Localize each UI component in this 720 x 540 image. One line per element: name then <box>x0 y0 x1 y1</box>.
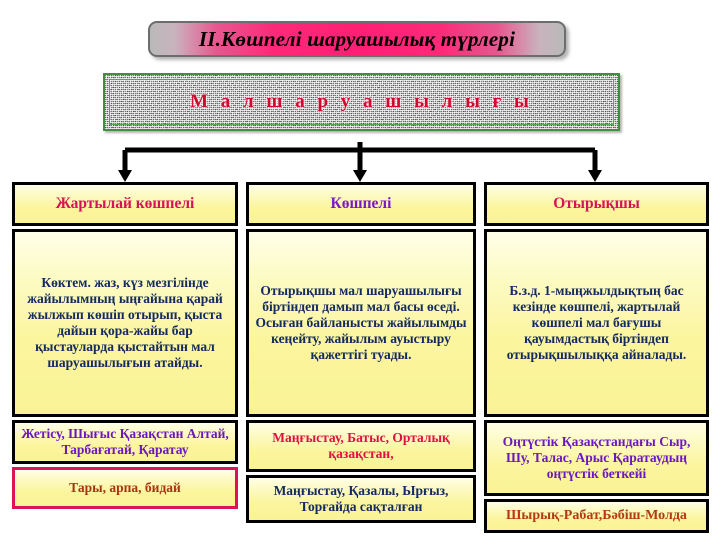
column-crop-text: Тары, арпа, бидай <box>69 480 181 496</box>
column-description-text: Б.з.д. 1-мыңжылдықтың бас кезінде көшпел… <box>506 283 687 362</box>
column-header-cell: Жартылай көшпелі <box>12 182 238 226</box>
column-header-label: Көшпелі <box>330 194 392 212</box>
column-description-cell: Көктем. жаз, күз мезгілінде жайылымның ы… <box>12 229 238 417</box>
column-crop-cell: Маңғыстау, Қазалы, Ырғыз, Торғайда сақта… <box>246 475 476 523</box>
arrowhead-left-icon <box>118 170 132 182</box>
column-region-text: Оңтүстік Қазақстандағы Сыр, Шу, Талас, А… <box>502 434 691 481</box>
column-crop-cell-highlighted: Тары, арпа, бидай <box>12 467 238 509</box>
column-description-text: Көктем. жаз, күз мезгілінде жайылымның ы… <box>27 275 223 370</box>
column-crop-text: Шырық-Рабат,Бәбіш-Молда <box>506 507 687 523</box>
root-category-label: М а л ш а р у а ш ы л ы ғ ы <box>190 91 533 112</box>
column-region-cell: Жетісу, Шығыс Қазақстан Алтай, Тарбағата… <box>12 420 238 464</box>
arrowhead-right-icon <box>588 170 602 182</box>
arrowhead-middle-icon <box>353 170 367 182</box>
column-crop-cell: Шырық-Рабат,Бәбіш-Молда <box>484 499 709 533</box>
column-description-cell: Б.з.д. 1-мыңжылдықтың бас кезінде көшпел… <box>484 229 709 417</box>
column-region-text: Жетісу, Шығыс Қазақстан Алтай, Тарбағата… <box>21 426 229 457</box>
connector-arrows <box>118 142 602 182</box>
column-header-cell: Отырықшы <box>484 182 709 226</box>
root-category-box: М а л ш а р у а ш ы л ы ғ ы <box>103 73 620 131</box>
category-column-jartylai-koshpeli: Жартылай көшпелі Көктем. жаз, күз мезгіл… <box>12 182 238 509</box>
column-header-label: Жартылай көшпелі <box>55 194 195 212</box>
category-column-otyryqshy: Отырықшы Б.з.д. 1-мыңжылдықтың бас кезін… <box>484 182 709 533</box>
column-header-label: Отырықшы <box>553 194 640 212</box>
column-region-cell: Оңтүстік Қазақстандағы Сыр, Шу, Талас, А… <box>484 420 709 496</box>
slide-title-banner: II.Көшпелі шаруашылық түрлері <box>148 21 566 57</box>
column-description-cell: Отырықшы мал шаруашылығы біртіндеп дамып… <box>246 229 476 417</box>
page-title: II.Көшпелі шаруашылық түрлері <box>198 26 516 51</box>
column-description-text: Отырықшы мал шаруашылығы біртіндеп дамып… <box>255 283 467 362</box>
column-region-text: Маңғыстау, Батыс, Орталық қазақстан, <box>272 430 450 461</box>
column-header-cell: Көшпелі <box>246 182 476 226</box>
column-region-cell: Маңғыстау, Батыс, Орталық қазақстан, <box>246 420 476 472</box>
column-crop-text: Маңғыстау, Қазалы, Ырғыз, Торғайда сақта… <box>273 483 449 514</box>
category-column-koshpeli: Көшпелі Отырықшы мал шаруашылығы біртінд… <box>246 182 476 523</box>
